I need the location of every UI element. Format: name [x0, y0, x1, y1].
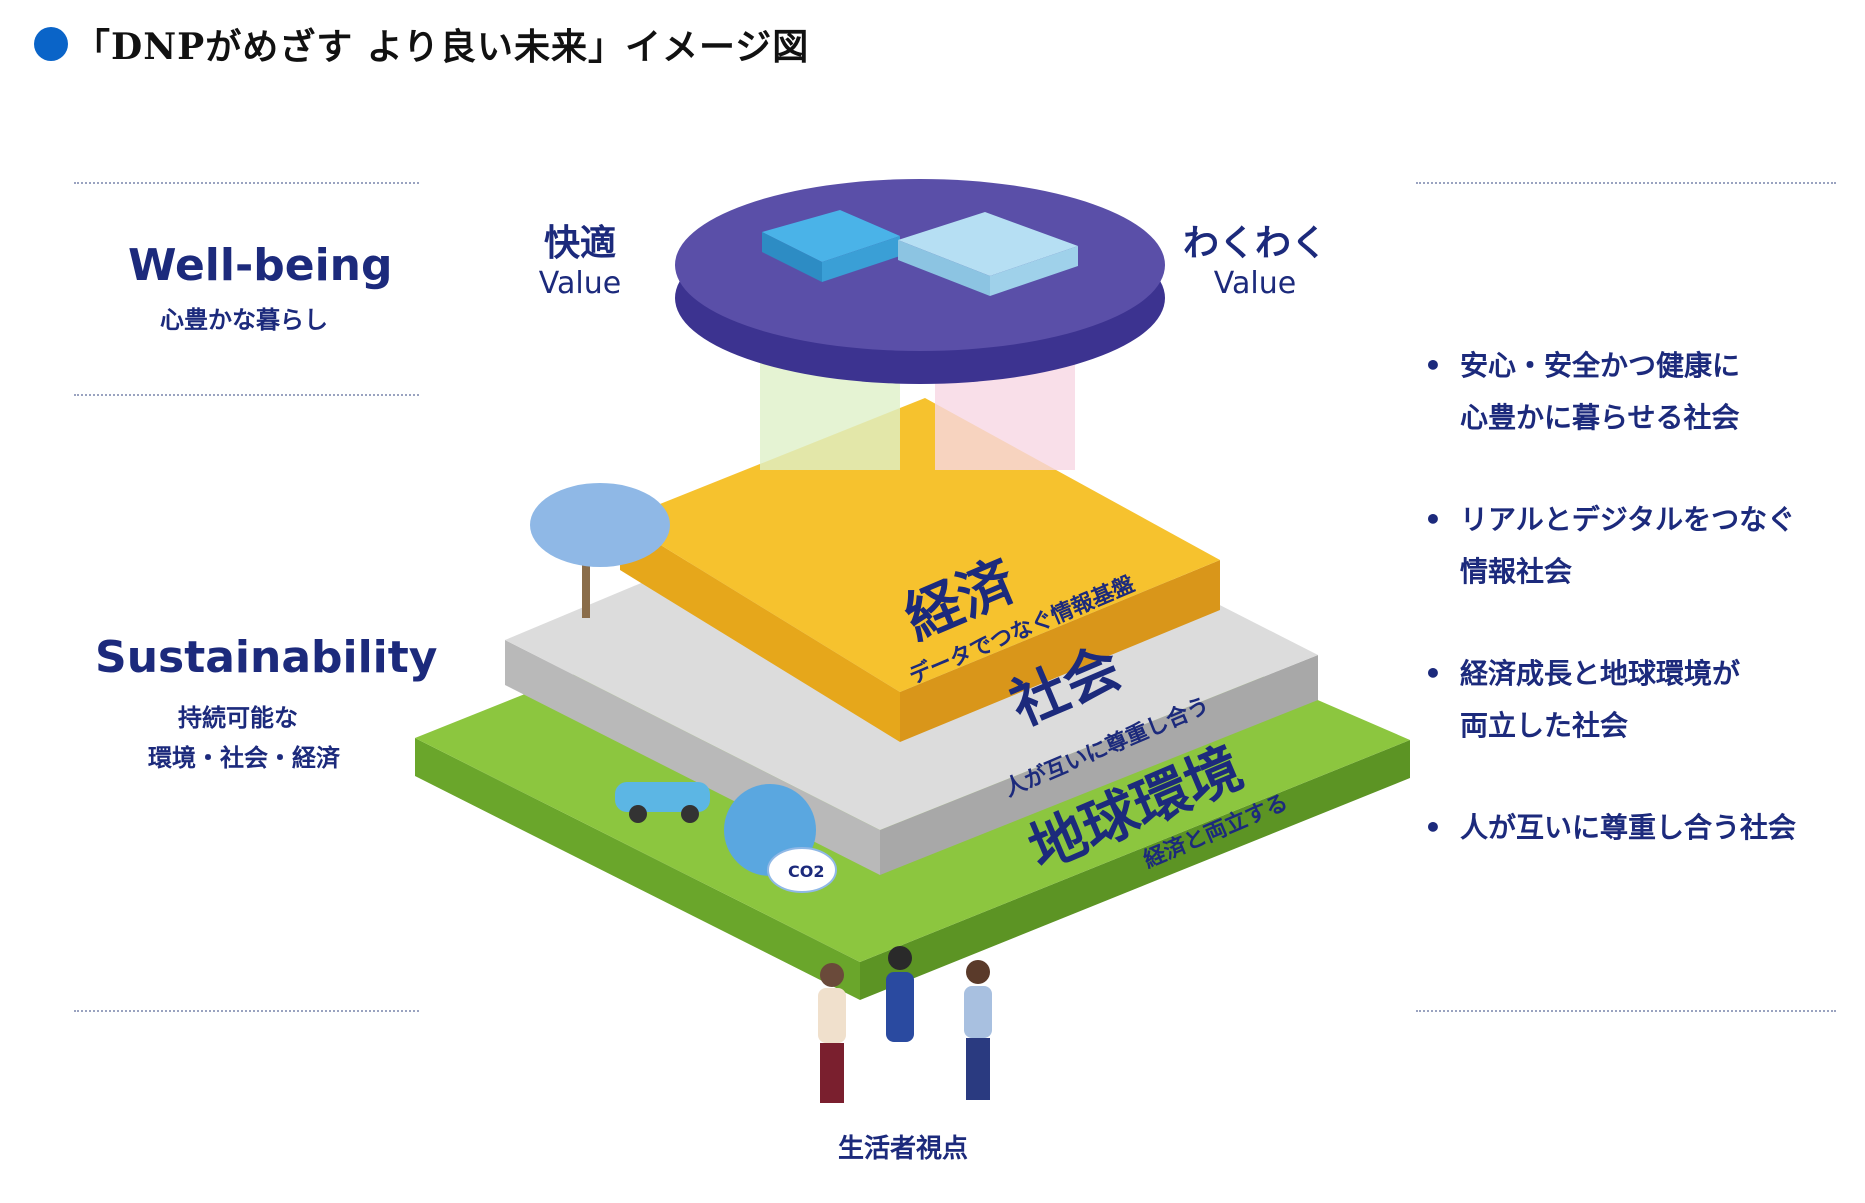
co2-label: CO2: [788, 862, 824, 881]
platform-comfort-side: [762, 232, 822, 282]
bullet-item: 人が互いに尊重し合う社会: [1420, 802, 1860, 854]
economy-layer-left-side: [620, 520, 900, 742]
wellbeing-heading: Well-being: [128, 240, 393, 291]
economy-layer-right-side: [900, 560, 1220, 742]
bullet-item: 経済成長と地球環境が 両立した社会: [1420, 648, 1860, 752]
person-body-1: [818, 988, 846, 1043]
platform-excite-top: [898, 212, 1078, 276]
value-comfort-sub: Value: [538, 266, 622, 301]
value-comfort-heading: 快適: [543, 223, 616, 264]
person-head-1: [820, 963, 844, 987]
sustainability-heading: Sustainability: [95, 632, 438, 683]
person-body-2: [886, 972, 914, 1042]
platform-excite-side: [898, 240, 990, 296]
economy-layer-top: [620, 398, 1220, 692]
tree-canopy: [530, 483, 670, 567]
platform-comfort-top: [762, 210, 900, 262]
divider-right-2: [1416, 1010, 1836, 1012]
environment-layer-left-side: [415, 738, 860, 1000]
divider-left-3: [74, 1010, 419, 1012]
person-head-3: [966, 960, 990, 984]
car-body: [615, 782, 710, 812]
wellbeing-disc: [675, 179, 1165, 384]
vision-bullet-list: 安心・安全かつ健康に 心豊かに暮らせる社会 リアルとデジタルをつなぐ 情報社会 …: [1420, 340, 1860, 904]
economy-layer: [620, 398, 1220, 742]
co2-cloud: [767, 847, 837, 893]
page-title: 「DNPがめざす より良い未来」イメージ図: [74, 26, 810, 68]
consumer-figures: [818, 946, 992, 1103]
divider-right-1: [1416, 182, 1836, 184]
person-body-3: [964, 986, 992, 1038]
wellbeing-sub: 心豊かな暮らし: [160, 306, 328, 334]
car-wheel-rear: [681, 805, 699, 823]
value-excitement-sub: Value: [1213, 266, 1297, 301]
consumer-perspective-label: 生活者視点: [838, 1134, 969, 1164]
value-excitement-heading: わくわく: [1182, 223, 1327, 264]
platform-excite-side2: [990, 246, 1078, 296]
light-beam-pink: [935, 360, 1075, 470]
bullet-item: 安心・安全かつ健康に 心豊かに暮らせる社会: [1420, 340, 1860, 444]
bullet-item: リアルとデジタルをつなぐ 情報社会: [1420, 494, 1860, 598]
person-legs-3: [966, 1038, 990, 1100]
globe-illustration: [724, 784, 837, 893]
car-wheel-front: [629, 805, 647, 823]
value-comfort: 快適 Value: [520, 214, 640, 301]
sustainability-sub-line1: 持続可能な: [178, 704, 298, 732]
car-illustration: [615, 782, 710, 823]
environment-layer-right-side: [860, 740, 1410, 1000]
sustainability-sub-line2: 環境・社会・経済: [148, 744, 340, 772]
tree-illustration: [530, 483, 670, 618]
divider-left-1: [74, 182, 419, 184]
light-beam-green: [760, 360, 900, 470]
page-title-row: 「DNPがめざす より良い未来」イメージ図: [34, 18, 809, 70]
value-excitement: わくわく Value: [1170, 214, 1340, 301]
platform-comfort-side2: [822, 236, 900, 282]
person-legs-1: [820, 1043, 844, 1103]
divider-left-2: [74, 394, 419, 396]
society-layer-right-side: [880, 655, 1318, 875]
person-head-2: [888, 946, 912, 970]
title-bullet-dot: [34, 27, 68, 61]
tree-trunk: [582, 548, 590, 618]
